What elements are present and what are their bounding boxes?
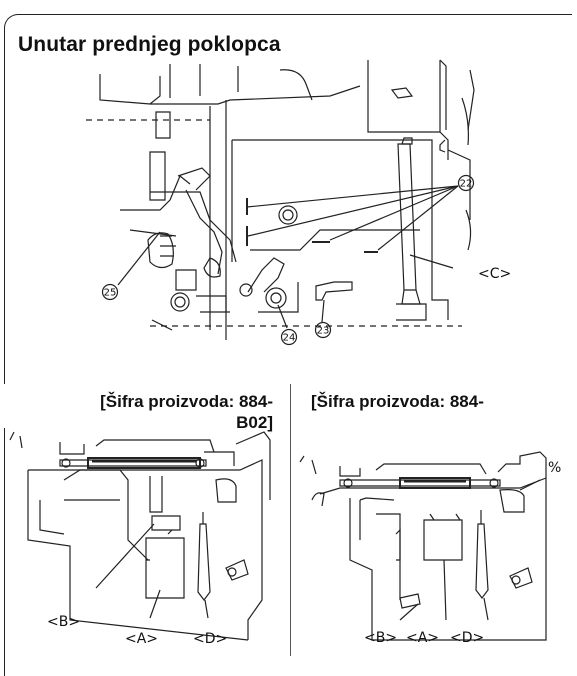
left-label-d: <D> xyxy=(193,631,227,647)
left-label-a: <A> xyxy=(125,631,158,647)
left-label-b: <B> xyxy=(47,614,80,630)
right-label-d: <D> xyxy=(450,630,484,646)
left-heading-line1: [Šifra proizvoda: 884- xyxy=(100,392,273,411)
left-heading-line2: B02] xyxy=(236,413,273,432)
right-heading: [Šifra proizvoda: 884- xyxy=(311,392,484,411)
callout-c-label: <C> xyxy=(478,266,511,282)
right-label-b: <B> xyxy=(364,630,397,646)
frame-edge-lower xyxy=(4,428,5,676)
page-title: Unutar prednjeg poklopca xyxy=(18,33,281,56)
frame-edge xyxy=(4,360,5,384)
callout-22: 22 xyxy=(460,179,473,190)
left-heading: [Šifra proizvoda: 884- B02] xyxy=(33,391,273,433)
front-cover-interior-illustration: 22 25 24 23 <C> xyxy=(86,59,511,346)
callout-24: 24 xyxy=(283,333,296,344)
callout-23: 23 xyxy=(317,326,330,337)
column-divider xyxy=(290,384,291,656)
callout-25: 25 xyxy=(104,288,117,299)
right-label-a: <A> xyxy=(406,630,439,646)
top-section-frame xyxy=(4,14,572,382)
right-label-percent: % xyxy=(548,460,561,476)
